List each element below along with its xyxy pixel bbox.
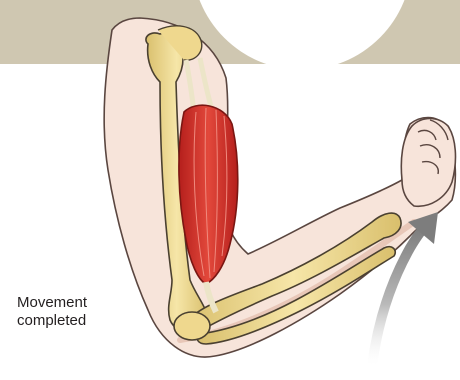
caption-line-2: completed	[17, 312, 127, 330]
movement-completed-label: Movement completed	[17, 294, 127, 330]
caption-line-1: Movement	[17, 294, 127, 312]
header-band	[0, 0, 460, 70]
